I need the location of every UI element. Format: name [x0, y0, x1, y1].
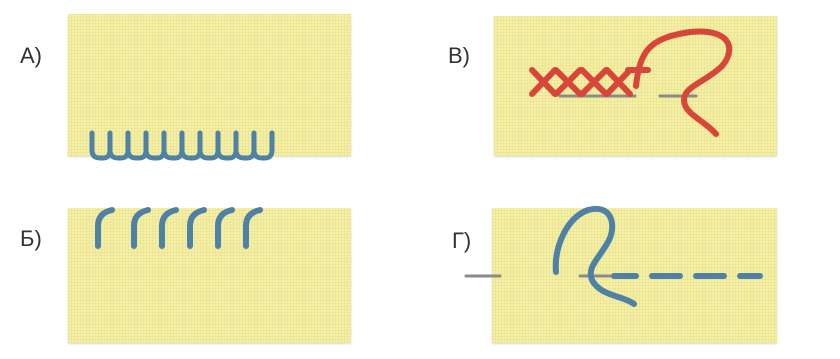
- fabric-swatch-b: [68, 208, 351, 343]
- panel-label-b: Б): [20, 226, 42, 251]
- panel-label-v: В): [448, 43, 470, 68]
- fabric-swatch-a: [68, 14, 351, 156]
- blanket-stitch-a: [89, 130, 275, 161]
- cross-stitch-v: [529, 28, 733, 137]
- overcast-stitch-b: [95, 207, 263, 249]
- running-stitch-g: [464, 205, 763, 307]
- panel-label-a: А): [20, 43, 42, 68]
- panel-label-g: Г): [452, 228, 472, 253]
